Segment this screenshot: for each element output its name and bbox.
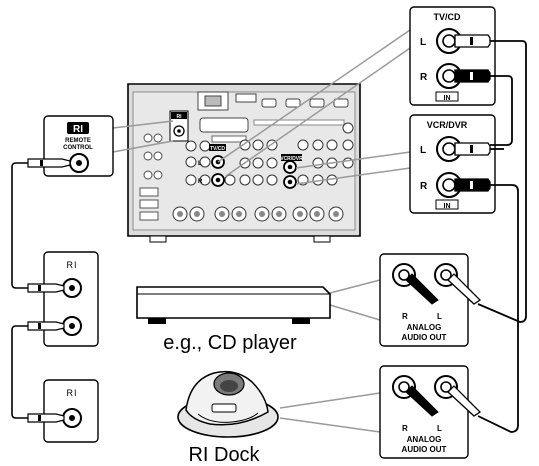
ri-dock-ri-panel: RI — [27, 379, 99, 443]
analog-bottom-line1: ANALOG — [407, 435, 442, 444]
vcr-title: VCR/DVR — [427, 120, 468, 130]
vcr-left-label: L — [420, 145, 426, 156]
ri-dock — [177, 370, 279, 438]
ri-dock-caption: RI Dock — [188, 444, 260, 466]
dock-ri-logo: RI — [67, 388, 78, 398]
receiver-vcr-tag: VCR/DVR — [280, 156, 303, 162]
analog-audio-out-panel-bottom: R L ANALOG AUDIO OUT — [379, 365, 482, 459]
audio-cables — [477, 40, 527, 433]
analog-top-line2: AUDIO OUT — [402, 333, 447, 342]
tvcd-right-label: R — [420, 72, 428, 83]
tvcd-title: TV/CD — [434, 12, 462, 22]
cd-ri-logo: RI — [67, 260, 78, 270]
av-receiver-rear-panel: RI TV/CD L R — [127, 83, 361, 243]
analog-audio-out-panel-top: R L ANALOG AUDIO OUT — [379, 253, 482, 347]
tvcd-input-panel: TV/CD L R IN — [409, 6, 496, 106]
vcr-in-badge: IN — [444, 203, 451, 210]
cd-player-ri-panel: RI — [27, 251, 99, 347]
remote-title-line2: CONTROL — [63, 145, 93, 151]
remote-control-panel: RI REMOTE CONTROL — [27, 115, 114, 177]
analog-bottom-right-label: R — [402, 424, 408, 433]
receiver-jack-right-label: R — [198, 179, 203, 185]
analog-top-left-label: L — [437, 312, 442, 321]
analog-top-right-label: R — [402, 312, 408, 321]
remote-title-line1: REMOTE — [65, 138, 91, 144]
analog-bottom-line2: AUDIO OUT — [402, 445, 447, 454]
tvcd-in-badge: IN — [444, 95, 451, 102]
cd-player-caption: e.g., CD player — [163, 332, 297, 354]
tvcd-left-label: L — [420, 37, 426, 48]
receiver-jack-left-label: L — [198, 161, 202, 167]
remote-ri-logo: RI — [73, 124, 83, 135]
callout-lines — [112, 29, 411, 433]
receiver-ri-tag: RI — [177, 114, 183, 120]
receiver-rca-jack-grid — [185, 122, 354, 186]
receiver-tvcd-tag: TV/CD — [210, 146, 225, 152]
analog-bottom-left-label: L — [437, 424, 442, 433]
vcr-dvr-input-panel: VCR/DVR L R IN — [409, 114, 496, 214]
cd-player — [136, 286, 331, 324]
ri-cables — [11, 162, 28, 419]
analog-top-line1: ANALOG — [407, 323, 442, 332]
vcr-right-label: R — [420, 181, 428, 192]
